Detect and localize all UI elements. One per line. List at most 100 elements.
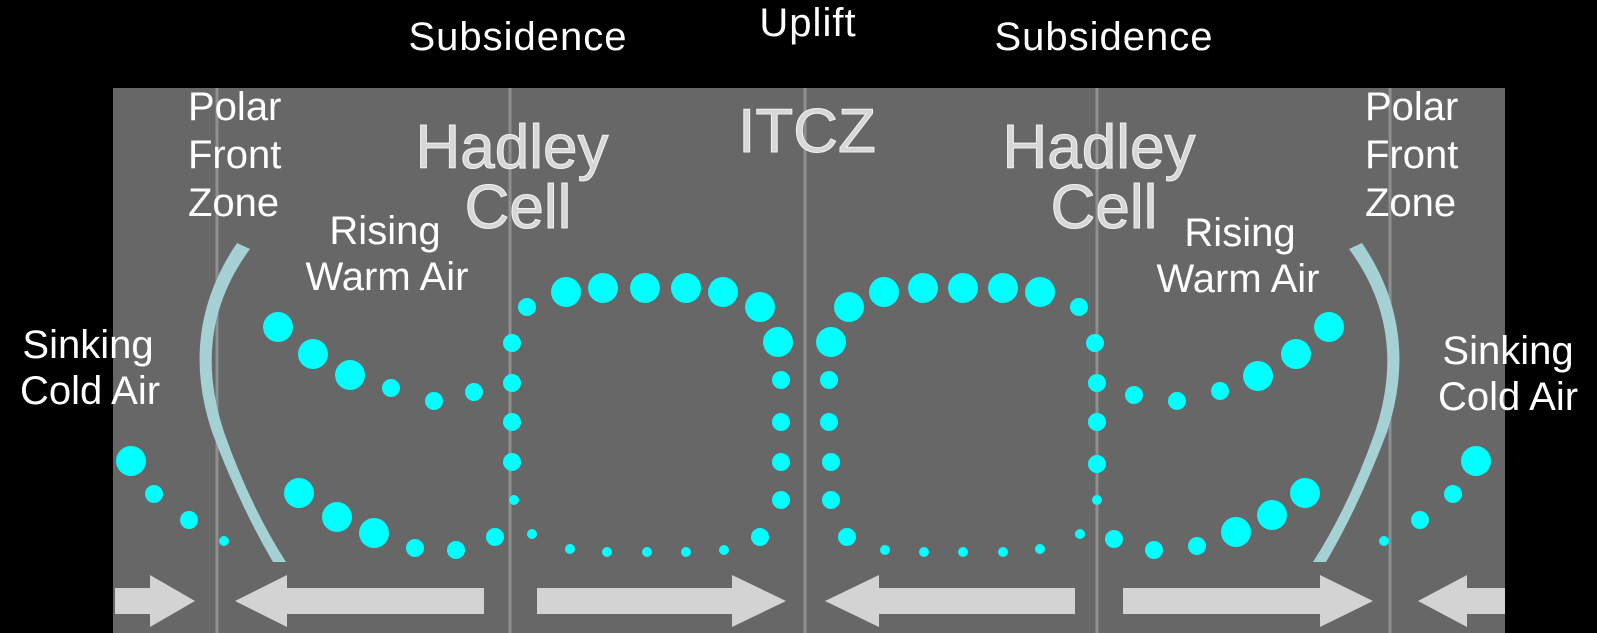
circle-dot-icon	[671, 273, 701, 303]
label-right-hadley-line2: Cell	[1051, 173, 1158, 242]
label-itcz: ITCZ	[738, 97, 876, 166]
circle-dot-icon	[1168, 392, 1186, 410]
circle-dot-icon	[425, 392, 443, 410]
circle-dot-icon	[908, 273, 938, 303]
label-right-rising-line2: Warm Air	[1157, 257, 1320, 301]
circle-dot-icon	[948, 273, 978, 303]
label-left-rising-line2: Warm Air	[306, 255, 469, 299]
circle-dot-icon	[834, 292, 864, 322]
label-left-sinking-line2: Cold Air	[20, 369, 160, 413]
label-left-hadley-line2: Cell	[465, 173, 572, 242]
surface-wind-arrows	[115, 575, 1505, 627]
label-right-polar-front-line2: Front	[1365, 133, 1458, 177]
left-ferrel-cell-flow	[263, 312, 504, 559]
left-polar-cell-flow	[116, 446, 229, 546]
circle-dot-icon	[518, 298, 536, 316]
circle-dot-icon	[772, 491, 790, 509]
circle-dot-icon	[708, 277, 738, 307]
circle-dot-icon	[719, 545, 729, 555]
circulation-flow	[116, 273, 1491, 559]
circle-dot-icon	[503, 413, 521, 431]
circle-dot-icon	[382, 379, 400, 397]
circle-dot-icon	[406, 539, 424, 557]
circle-dot-icon	[503, 453, 521, 471]
circle-dot-icon	[1290, 478, 1320, 508]
circle-dot-icon	[359, 518, 389, 548]
circle-dot-icon	[503, 334, 521, 352]
right-ferrel-cell-flow	[1105, 312, 1344, 559]
circle-dot-icon	[1092, 495, 1102, 505]
circle-dot-icon	[465, 383, 483, 401]
circle-dot-icon	[284, 478, 314, 508]
arrow-icon	[235, 575, 484, 627]
circle-dot-icon	[503, 374, 521, 392]
circle-dot-icon	[838, 528, 856, 546]
circle-dot-icon	[816, 327, 846, 357]
right-polar-front-band-icon	[1313, 243, 1400, 562]
circle-dot-icon	[551, 277, 581, 307]
circle-dot-icon	[322, 502, 352, 532]
circle-dot-icon	[509, 495, 519, 505]
circle-dot-icon	[298, 339, 328, 369]
circle-dot-icon	[1088, 374, 1106, 392]
label-right-polar-front-line3: Zone	[1365, 181, 1456, 225]
circle-dot-icon	[880, 545, 890, 555]
circle-dot-icon	[145, 485, 163, 503]
zone-dividers	[215, 88, 1392, 633]
circle-dot-icon	[919, 547, 929, 557]
circle-dot-icon	[958, 547, 968, 557]
label-left-sinking-line1: Sinking	[22, 323, 153, 367]
label-subsidence-left: Subsidence	[408, 15, 627, 59]
arrow-icon	[1123, 575, 1373, 627]
diagram-panel	[113, 88, 1505, 633]
circle-dot-icon	[219, 536, 229, 546]
label-right-rising-line1: Rising	[1184, 211, 1295, 255]
circle-dot-icon	[1025, 277, 1055, 307]
circle-dot-icon	[820, 371, 838, 389]
circle-dot-icon	[527, 529, 537, 539]
circle-dot-icon	[602, 547, 612, 557]
circle-dot-icon	[822, 453, 840, 471]
circle-dot-icon	[1125, 386, 1143, 404]
circle-dot-icon	[1070, 298, 1088, 316]
circle-dot-icon	[772, 413, 790, 431]
circle-dot-icon	[1211, 382, 1229, 400]
circle-dot-icon	[1088, 455, 1106, 473]
circle-dot-icon	[1411, 511, 1429, 529]
circle-dot-icon	[745, 292, 775, 322]
circle-dot-icon	[588, 273, 618, 303]
circle-dot-icon	[772, 453, 790, 471]
circle-dot-icon	[1075, 529, 1085, 539]
label-uplift: Uplift	[759, 1, 856, 45]
label-left-polar-front-line2: Front	[188, 133, 281, 177]
circle-dot-icon	[180, 511, 198, 529]
arrow-icon	[537, 575, 786, 627]
circle-dot-icon	[1243, 361, 1273, 391]
label-left-polar-front-line3: Zone	[188, 181, 279, 225]
right-polar-cell-flow	[1379, 446, 1491, 546]
circle-dot-icon	[565, 544, 575, 554]
circle-dot-icon	[869, 277, 899, 307]
circle-dot-icon	[988, 273, 1018, 303]
circle-dot-icon	[1314, 312, 1344, 342]
circle-dot-icon	[1379, 536, 1389, 546]
circle-dot-icon	[116, 446, 146, 476]
circle-dot-icon	[1188, 537, 1206, 555]
circle-dot-icon	[751, 528, 769, 546]
circle-dot-icon	[1281, 339, 1311, 369]
circle-dot-icon	[630, 273, 660, 303]
circle-dot-icon	[335, 360, 365, 390]
circle-dot-icon	[1145, 541, 1163, 559]
label-right-hadley-line1: Hadley	[1003, 113, 1196, 182]
circle-dot-icon	[822, 491, 840, 509]
circle-dot-icon	[998, 547, 1008, 557]
label-right-polar-front-line1: Polar	[1365, 85, 1458, 129]
circle-dot-icon	[642, 547, 652, 557]
circle-dot-icon	[1461, 446, 1491, 476]
label-subsidence-right: Subsidence	[994, 15, 1213, 59]
circle-dot-icon	[486, 528, 504, 546]
circle-dot-icon	[1105, 530, 1123, 548]
left-hadley-cell-flow	[503, 273, 793, 557]
label-right-sinking-line1: Sinking	[1442, 329, 1573, 373]
